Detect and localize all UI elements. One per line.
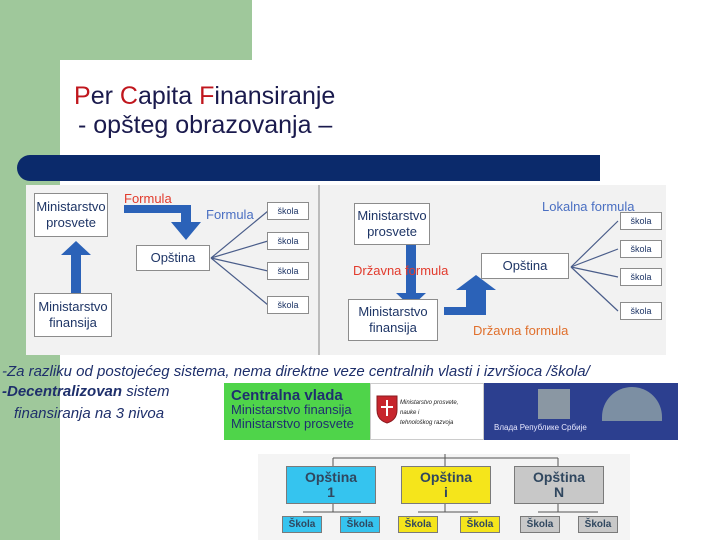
title-initial-c: C bbox=[119, 82, 138, 110]
skola-box-1: Škola bbox=[282, 516, 322, 533]
org-connectors bbox=[303, 454, 598, 513]
skola-box: škola bbox=[267, 202, 309, 220]
slide-title: Per Capita Finansiranje - opšteg obrazov… bbox=[74, 82, 335, 140]
drzavna-formula-label: Državna formula bbox=[353, 263, 449, 278]
note-line-1: -Za razliku od postojećeg sistema, nema … bbox=[2, 363, 590, 380]
top-decor-band bbox=[0, 0, 252, 60]
opstina-box-right: Opština bbox=[481, 253, 569, 279]
government-building-image: Влада Републике Србије bbox=[484, 383, 678, 440]
skola-box: škola bbox=[267, 296, 309, 314]
formula-label-red: Formula bbox=[124, 191, 172, 206]
down-arrow bbox=[396, 245, 426, 307]
dome-building-icon bbox=[602, 387, 662, 421]
title-text: apita bbox=[137, 82, 200, 110]
skola-box-4: Škola bbox=[460, 516, 500, 533]
skola-box: škola bbox=[267, 232, 309, 250]
up-arrow bbox=[61, 241, 91, 307]
ministarstvo-prosvete-box: Ministarstvo prosvete bbox=[34, 193, 108, 237]
drzavna-formula-label-2: Državna formula bbox=[473, 323, 569, 338]
skola-box-2: Škola bbox=[340, 516, 380, 533]
building-icon bbox=[538, 389, 570, 419]
title-divider-bar bbox=[17, 155, 600, 181]
central-government-panel: Centralna vlada Ministarstvo finansija M… bbox=[224, 383, 370, 440]
ministarstvo-finansija-box-right: Ministarstvo finansija bbox=[348, 299, 438, 341]
skola-box: škola bbox=[620, 240, 662, 258]
title-text: inansiranje bbox=[214, 82, 336, 110]
skola-box: škola bbox=[267, 262, 309, 280]
title-subtitle: - opšteg obrazovanja – bbox=[78, 111, 333, 139]
funding-diagram: Ministarstvo prosvete Formula Formula Op… bbox=[26, 185, 666, 355]
formula-label: Formula bbox=[206, 207, 254, 222]
coat-of-arms-icon bbox=[376, 395, 398, 424]
skola-box: škola bbox=[620, 302, 662, 320]
ministry-logo: Ministarstvo prosvete, nauke i tehnološk… bbox=[370, 383, 484, 440]
government-caption: Влада Републике Србије bbox=[494, 423, 587, 432]
formula-arrow bbox=[124, 205, 201, 240]
ministarstvo-finansija-box: Ministarstvo finansija bbox=[34, 293, 112, 337]
opstina-box: Opština bbox=[136, 245, 210, 271]
skola-box: škola bbox=[620, 212, 662, 230]
skola-box-5: Škola bbox=[520, 516, 560, 533]
note-line-3: finansiranja na 3 nivoa bbox=[14, 405, 165, 422]
skola-box-6: Škola bbox=[578, 516, 618, 533]
title-text: er bbox=[90, 82, 120, 110]
skola-box-3: Škola bbox=[398, 516, 438, 533]
up-curved-arrow bbox=[444, 275, 496, 315]
diagram-connectors bbox=[61, 185, 619, 355]
title-initial-p: P bbox=[74, 82, 91, 110]
title-initial-f: F bbox=[199, 82, 215, 110]
government-banner: Centralna vlada Ministarstvo finansija M… bbox=[224, 383, 678, 440]
ministry-logo-text: Ministarstvo prosvete, nauke i tehnološk… bbox=[400, 400, 459, 426]
note-line-2: -Decentralizovan sistem bbox=[2, 383, 170, 400]
ministarstvo-prosvete-box-right: Ministarstvo prosvete bbox=[354, 203, 430, 245]
lokalna-formula-label: Lokalna formula bbox=[542, 199, 635, 214]
skola-box: škola bbox=[620, 268, 662, 286]
